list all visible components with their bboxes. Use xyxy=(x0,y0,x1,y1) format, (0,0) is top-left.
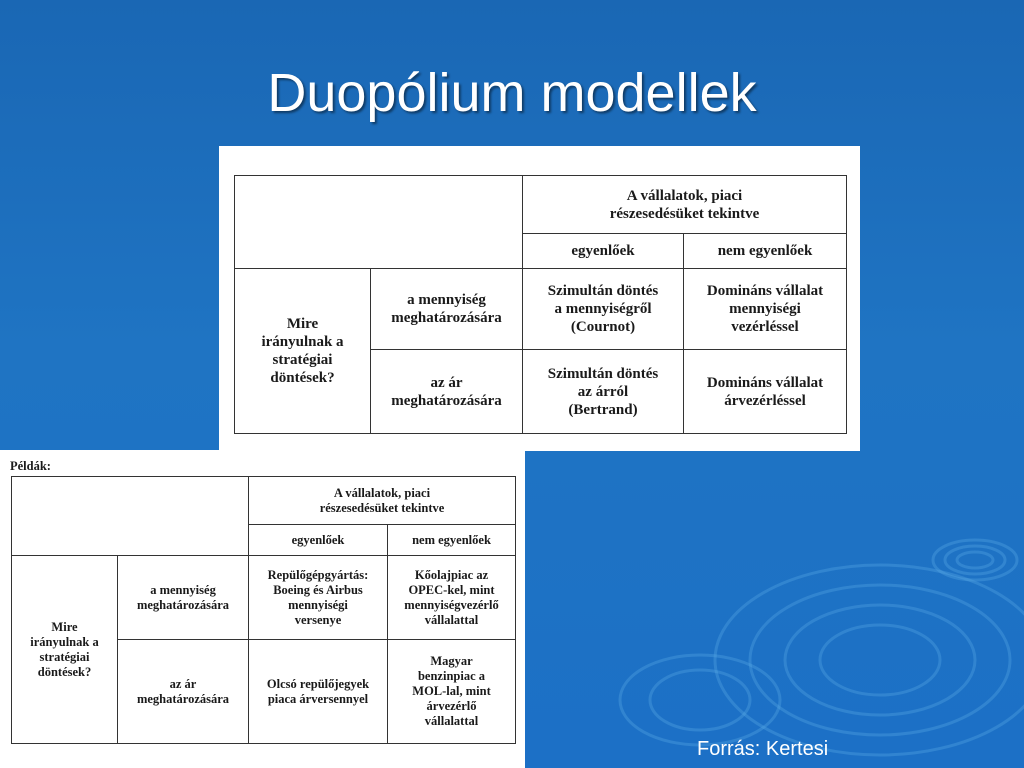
row-header-quantity: a mennyiség meghatározására xyxy=(117,555,249,640)
cell-price-equal: Olcsó repülőjegyek piaca árversennyel xyxy=(248,639,388,744)
examples-table-image: Példák: A vállalatok, piaci részesedésük… xyxy=(0,450,525,768)
empty-corner-cell xyxy=(11,476,249,556)
duopoly-models-table: A vállalatok, piaci részesedésüket tekin… xyxy=(234,175,848,434)
col-header-equal: egyenlőek xyxy=(248,524,388,556)
row-header-quantity: a mennyiség meghatározására xyxy=(370,268,523,350)
row-header-price: az ár meghatározására xyxy=(117,639,249,744)
empty-corner-cell xyxy=(234,175,523,269)
market-share-header: A vállalatok, piaci részesedésüket tekin… xyxy=(248,476,516,525)
cell-quantity-equal: Szimultán döntés a mennyiségről (Cournot… xyxy=(522,268,684,350)
examples-caption: Példák: xyxy=(10,459,51,473)
cell-price-unequal: Magyar benzinpiac a MOL-lal, mint árvezé… xyxy=(387,639,516,744)
source-note: Forrás: Kertesi xyxy=(697,738,829,760)
col-header-unequal: nem egyenlőek xyxy=(387,524,516,556)
cell-price-equal: Szimultán döntés az árról (Bertrand) xyxy=(522,349,684,434)
examples-table: A vállalatok, piaci részesedésüket tekin… xyxy=(11,476,516,744)
duopoly-models-table-image: A vállalatok, piaci részesedésüket tekin… xyxy=(219,146,860,451)
col-header-equal: egyenlőek xyxy=(522,233,684,269)
cell-quantity-equal: Repülőgépgyártás: Boeing és Airbus menny… xyxy=(248,555,388,640)
cell-price-unequal: Domináns vállalat árvezérléssel xyxy=(682,349,848,434)
row-group-header: Mire irányulnak a stratégiai döntések? xyxy=(11,555,118,744)
market-share-header: A vállalatok, piaci részesedésüket tekin… xyxy=(521,175,848,234)
row-group-header: Mire irányulnak a stratégiai döntések? xyxy=(234,268,371,434)
slide-title: Duopólium modellek xyxy=(267,63,757,123)
col-header-unequal: nem egyenlőek xyxy=(682,233,848,269)
cell-quantity-unequal: Domináns vállalat mennyiségi vezérléssel xyxy=(682,268,848,350)
cell-quantity-unequal: Kőolajpiac az OPEC-kel, mint mennyiségve… xyxy=(387,555,516,640)
row-header-price: az ár meghatározására xyxy=(370,349,523,434)
